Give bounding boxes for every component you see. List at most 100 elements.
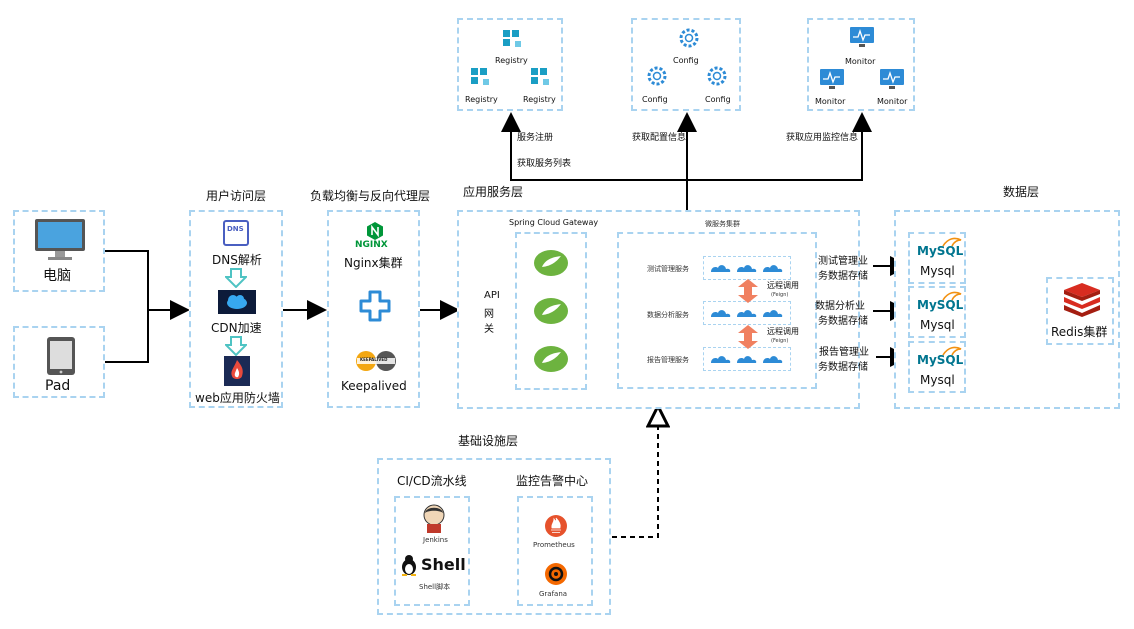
label-get-service-list: 获取服务列表 [517, 159, 572, 169]
keepalived-label: Keepalived [341, 379, 407, 393]
line-pad-to-user-layer [105, 310, 149, 363]
keepalived-icon [356, 351, 396, 371]
waf-label: web应用防火墙 [195, 391, 280, 405]
data-layer-title: 数据层 [1003, 185, 1040, 199]
grafana-icon [545, 563, 567, 585]
dolphin-icon [942, 291, 962, 301]
rpc-label-2: 远程调用 [767, 327, 799, 336]
firewall-icon [224, 356, 250, 386]
nginx-label: Nginx集群 [344, 256, 403, 270]
app-layer-title: 应用服务层 [463, 185, 524, 199]
pc-label: 电脑 [43, 268, 71, 284]
api-gateway-line-3: 关 [484, 324, 494, 335]
medical-cross-icon [359, 290, 391, 322]
infra-layer-title: 基础设施层 [458, 434, 519, 448]
nginx-icon [367, 222, 383, 240]
shell-label: Shell脚本 [419, 583, 451, 591]
arrow-down-icon [225, 268, 247, 288]
shell-logo-text: Shell [421, 555, 466, 574]
cloud-icon [711, 265, 783, 272]
monitoring-title: 监控告警中心 [516, 474, 589, 488]
jenkins-label: Jenkins [423, 536, 448, 544]
service-instances-1 [703, 256, 791, 280]
bidirectional-arrow-icon [738, 325, 758, 349]
arrow-clients-to-user-layer [105, 250, 190, 320]
pad-label: Pad [45, 378, 71, 394]
storage-test-2: 务数据存储 [818, 271, 868, 282]
user-layer-box: DNS DNS解析 CDN加速 web应用防火墙 [189, 210, 283, 408]
jenkins-icon [423, 504, 445, 533]
monitor-box: Monitor Monitor Monitor [807, 18, 915, 111]
desktop-computer-icon [35, 219, 85, 260]
keepalived-logo-text: KEEPALIVED [360, 357, 388, 362]
registry-icon [531, 68, 549, 85]
storage-analysis-1: 数据分析业 [815, 301, 865, 312]
service-instances-3 [703, 347, 791, 371]
redis-label: Redis集群 [1051, 325, 1108, 339]
gear-icon [647, 66, 667, 86]
service-report: 报告管理服务 [647, 356, 689, 364]
dolphin-icon [942, 346, 962, 356]
storage-report-1: 报告管理业 [819, 347, 869, 358]
spring-leaf-icon [534, 250, 568, 276]
storage-analysis-2: 务数据存储 [818, 316, 868, 327]
registry-icon [471, 68, 489, 85]
label-get-config: 获取配置信息 [632, 133, 687, 143]
mysql-label: Mysql [920, 264, 955, 278]
storage-report-2: 务数据存储 [818, 362, 868, 373]
arrow-infra-to-app [612, 416, 658, 538]
monitor-label: Monitor [877, 97, 908, 106]
cicd-box: Jenkins Shell Shell脚本 [394, 496, 470, 606]
registry-icon [503, 30, 521, 47]
registry-box: Registry Registry Registry [457, 18, 563, 111]
cicd-title: CI/CD流水线 [397, 474, 467, 488]
monitor-icon [850, 27, 874, 47]
rpc-label-1: 远程调用 [767, 281, 799, 290]
mysql-label: Mysql [920, 373, 955, 387]
config-label: Config [705, 95, 731, 104]
gear-icon [679, 28, 699, 48]
config-box: Config Config Config [631, 18, 741, 111]
pc-box: 电脑 [13, 210, 105, 292]
dns-icon: DNS [223, 220, 249, 246]
prometheus-label: Prometheus [533, 541, 575, 549]
mysql-box-2: MySQL Mysql [908, 286, 966, 338]
mysql-box-1: MySQL Mysql [908, 232, 966, 284]
nginx-logo-text: NGINX [355, 240, 388, 250]
dns-label: DNS解析 [212, 253, 262, 267]
spring-leaf-icon [534, 346, 568, 372]
spring-leaf-icon [534, 298, 568, 324]
redis-icon [1064, 283, 1100, 317]
infra-layer-box: CI/CD流水线 监控告警中心 Jenkins Shell Shell脚本 Pr… [377, 458, 611, 615]
registry-label: Registry [523, 95, 556, 104]
mysql-logo: MySQL [917, 353, 964, 367]
arrow-to-registry [501, 112, 688, 210]
feign-label-1: (Feign) [771, 292, 789, 298]
mysql-box-3: MySQL Mysql [908, 341, 966, 393]
prometheus-icon [545, 515, 567, 537]
user-layer-title: 用户访问层 [206, 189, 267, 203]
registry-label: Registry [465, 95, 498, 104]
monitor-icon [880, 69, 904, 89]
lb-layer-title: 负载均衡与反向代理层 [310, 189, 431, 203]
label-service-register: 服务注册 [517, 133, 554, 143]
gear-icon [707, 66, 727, 86]
arrow-to-monitor [687, 112, 872, 181]
cloud-icon [711, 356, 783, 363]
bidirectional-arrow-icon [738, 279, 758, 303]
feign-label-2: (Feign) [771, 338, 789, 344]
micro-cluster-box: 测试管理服务 数据分析服务 报告管理服务 远程调用 (Feign) 远程调用 (… [617, 232, 817, 389]
mysql-label: Mysql [920, 318, 955, 332]
mysql-logo: MySQL [917, 244, 964, 258]
config-label: Config [642, 95, 668, 104]
linux-penguin-icon [402, 555, 416, 576]
cloud-icon [711, 310, 783, 317]
registry-label: Registry [495, 56, 528, 65]
monitor-icon [820, 69, 844, 89]
cdn-label: CDN加速 [211, 321, 262, 335]
gateway-title: Spring Cloud Gateway [509, 218, 599, 227]
service-analysis: 数据分析服务 [647, 311, 689, 319]
api-gateway-line-2: 网 [484, 309, 494, 320]
dolphin-icon [942, 237, 962, 247]
micro-cluster-title: 微服务集群 [705, 220, 740, 228]
